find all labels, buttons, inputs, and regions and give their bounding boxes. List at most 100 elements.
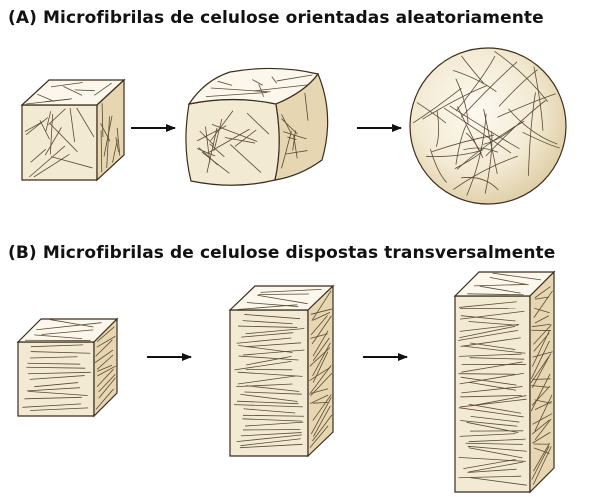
microfibril (101, 103, 104, 138)
microfibril (271, 76, 278, 84)
microfibril (463, 345, 526, 354)
microfibril (461, 361, 523, 373)
microfibril (463, 147, 499, 153)
microfibril (50, 156, 93, 169)
microfibril (103, 115, 113, 157)
microfibril (97, 365, 116, 377)
microfibril (245, 385, 300, 392)
microfibril (459, 433, 516, 437)
microfibril (241, 332, 294, 338)
microfibril (285, 150, 308, 155)
microfibril (309, 347, 331, 367)
microfibril (304, 92, 309, 121)
microfibril (459, 372, 525, 385)
microfibril (242, 418, 303, 422)
microfibril (531, 330, 550, 367)
microfibril (26, 387, 81, 392)
cell-face-side (307, 284, 334, 458)
microfibril (244, 314, 301, 320)
microfibril (531, 445, 550, 480)
microfibril (211, 123, 258, 142)
microfibril (238, 345, 293, 353)
microfibril (24, 396, 82, 400)
microfibril (458, 475, 522, 479)
microfibril (310, 372, 333, 397)
microfibril (283, 131, 307, 140)
microfibril (246, 355, 292, 366)
microfibril (224, 137, 256, 144)
microfibril (96, 368, 114, 387)
microfibril (205, 92, 268, 98)
microfibril (310, 388, 329, 394)
microfibril (485, 100, 546, 157)
microfibril (236, 383, 293, 388)
microfibril (246, 112, 270, 135)
microfibril (497, 93, 556, 118)
microfibril (245, 328, 305, 335)
microfibril (467, 445, 527, 452)
microfibril (37, 93, 55, 102)
microfibril (95, 339, 113, 357)
microfibril (30, 407, 89, 411)
microfibril (36, 322, 102, 331)
microfibril (466, 113, 487, 196)
microfibril (460, 310, 525, 320)
microfibril (258, 83, 265, 97)
microfibril (234, 360, 292, 371)
microfibril (94, 82, 112, 96)
cell-sphere (409, 47, 567, 205)
microfibril (533, 442, 551, 472)
microfibril (281, 114, 292, 135)
microfibril (116, 127, 121, 156)
microfibril (237, 371, 303, 377)
microfibril (240, 393, 298, 402)
microfibril (484, 131, 493, 194)
microfibril (457, 106, 480, 151)
microfibril (246, 302, 299, 307)
microfibril (532, 446, 552, 485)
microfibril (281, 131, 292, 169)
microfibril (26, 366, 86, 369)
microfibril (458, 407, 524, 418)
microfibril (458, 301, 517, 308)
microfibril (34, 382, 79, 388)
microfibril (100, 130, 103, 173)
panel-b-title: (B) Microfibrilas de celulose dispostas … (8, 243, 556, 263)
microfibril (533, 66, 544, 131)
microfibril (30, 351, 91, 354)
microfibril (97, 364, 113, 372)
microfibril (312, 311, 331, 321)
microfibril (210, 110, 234, 142)
microfibril (258, 293, 309, 295)
microfibril (533, 290, 553, 318)
microfibril (530, 340, 550, 380)
microfibril (312, 351, 329, 383)
microfibril (106, 116, 110, 169)
microfibril (470, 416, 520, 423)
microfibril (309, 364, 332, 395)
microfibril (234, 129, 257, 147)
microfibril (260, 288, 322, 293)
microfibril (532, 413, 553, 425)
microfibril (63, 86, 83, 96)
microfibril (309, 366, 331, 382)
microfibril (530, 373, 551, 412)
microfibril (312, 337, 330, 361)
microfibril (29, 375, 85, 380)
cell-face-front (21, 104, 98, 181)
microfibril (30, 356, 78, 359)
microfibril (459, 324, 520, 332)
microfibril (69, 107, 76, 143)
microfibril (533, 324, 552, 345)
microfibril (416, 102, 447, 124)
microfibril (45, 111, 52, 132)
panel-b (16, 270, 556, 494)
microfibril (534, 401, 553, 410)
microfibril (530, 353, 552, 383)
microfibril (455, 78, 469, 125)
microfibril (458, 456, 526, 462)
microfibril (465, 442, 524, 445)
microfibril (41, 329, 94, 335)
cell-face-front (185, 98, 280, 186)
